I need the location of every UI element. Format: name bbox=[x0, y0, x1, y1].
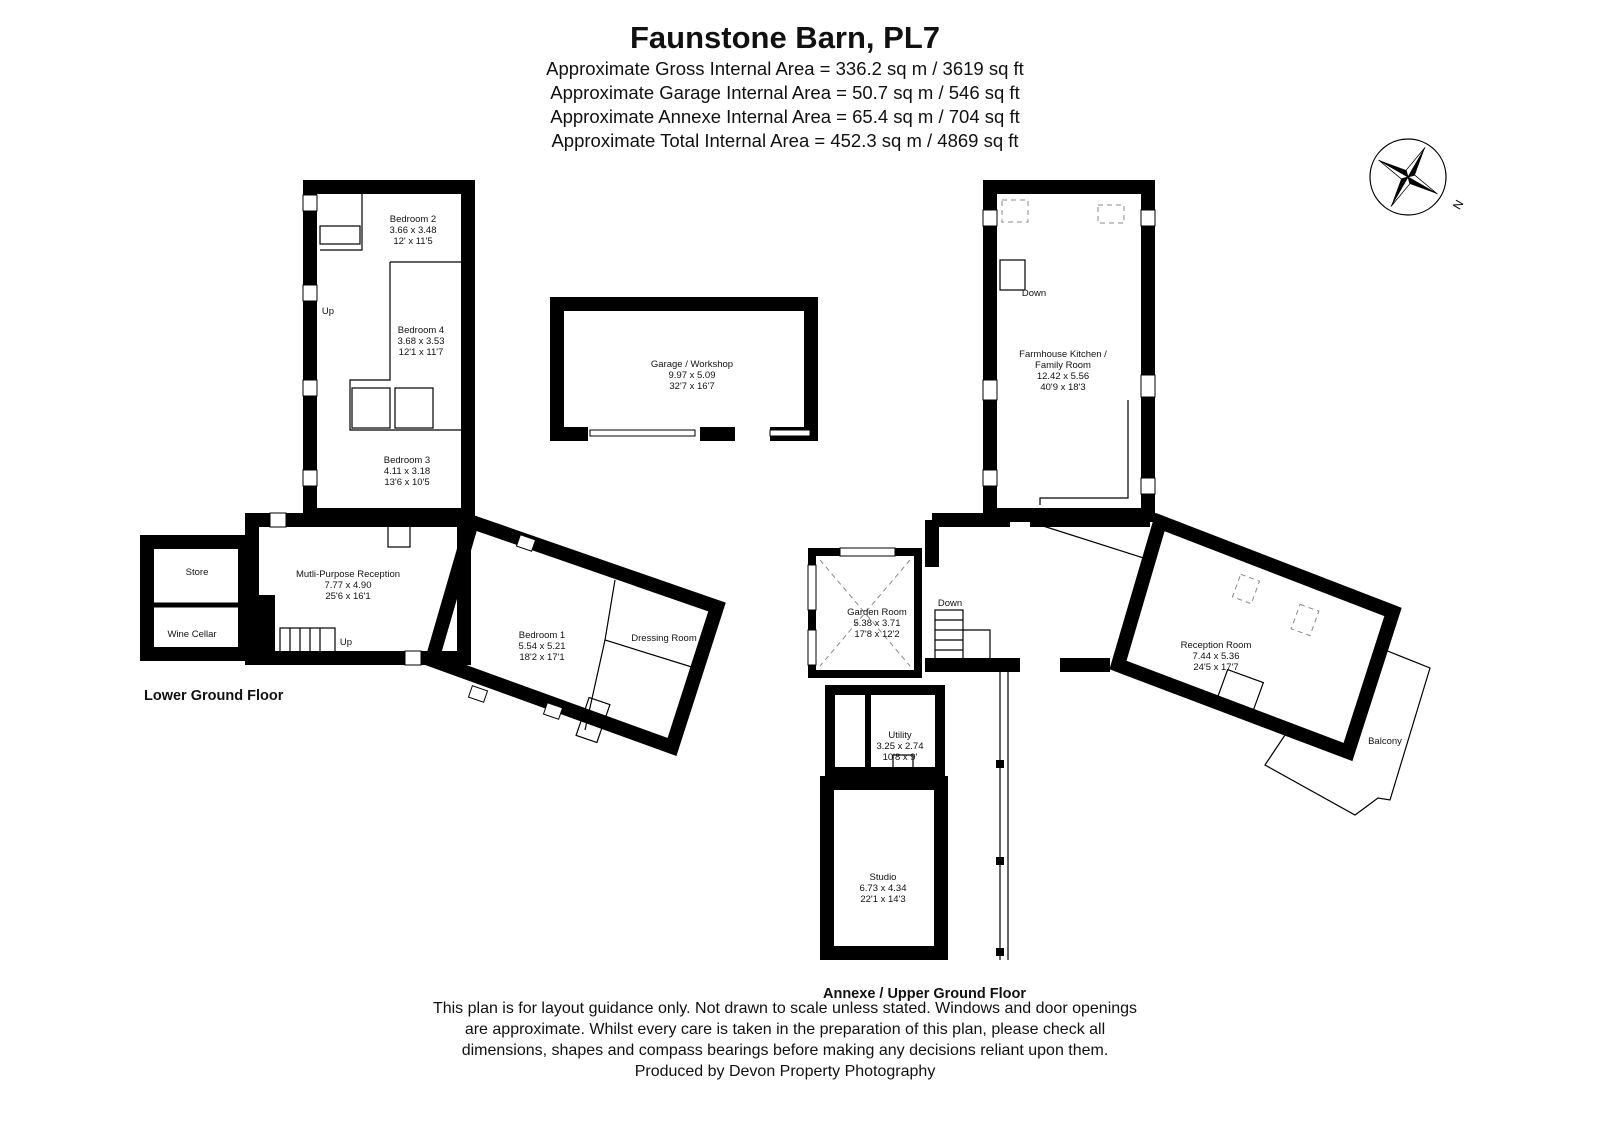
gross-area: Approximate Gross Internal Area = 336.2 … bbox=[546, 58, 1024, 79]
bedroom-1-walls bbox=[423, 512, 726, 757]
annexe-area: Approximate Annexe Internal Area = 65.4 … bbox=[550, 106, 1020, 127]
garage-plan bbox=[550, 297, 818, 441]
balcony-outline bbox=[1264, 649, 1431, 816]
stair-label: Up bbox=[340, 637, 352, 648]
lower-ground-floor-plan bbox=[140, 180, 726, 757]
disclaimer-line: are approximate. Whilst every care is ta… bbox=[464, 1021, 1106, 1038]
compass-north-label: N bbox=[1450, 197, 1466, 212]
studio-walls bbox=[820, 776, 948, 960]
disclaimer: This plan is for layout guidance only. N… bbox=[0, 998, 1570, 1082]
garage-area: Approximate Garage Internal Area = 50.7 … bbox=[550, 82, 1020, 103]
stair-label: Down bbox=[1022, 288, 1046, 299]
disclaimer-line: dimensions, shapes and compass bearings … bbox=[461, 1042, 1109, 1059]
room-name: Store bbox=[186, 567, 209, 578]
room-name: Balcony bbox=[1368, 736, 1402, 747]
room-name: Wine Cellar bbox=[167, 629, 216, 640]
utility-walls bbox=[825, 685, 945, 777]
stair-label: Up bbox=[322, 306, 334, 317]
room-name: Dressing Room bbox=[631, 633, 697, 644]
floor-label-annexe-upper-ground: Annexe / Upper Ground Floor bbox=[823, 986, 1026, 1002]
stair-label: Down bbox=[938, 598, 962, 609]
reception-room-walls bbox=[1109, 512, 1402, 762]
store-cellar-walls bbox=[140, 535, 252, 661]
compass-rose-icon: N bbox=[1369, 138, 1466, 216]
disclaimer-line: This plan is for layout guidance only. N… bbox=[432, 1000, 1138, 1017]
plan-title: Faunstone Barn, PL7 bbox=[629, 20, 941, 55]
total-area: Approximate Total Internal Area = 452.3 … bbox=[551, 130, 1019, 151]
producer-credit: Produced by Devon Property Photography bbox=[634, 1063, 936, 1080]
floor-label-lower-ground: Lower Ground Floor bbox=[144, 688, 284, 704]
upper-ground-floor-plan bbox=[807, 180, 1431, 960]
